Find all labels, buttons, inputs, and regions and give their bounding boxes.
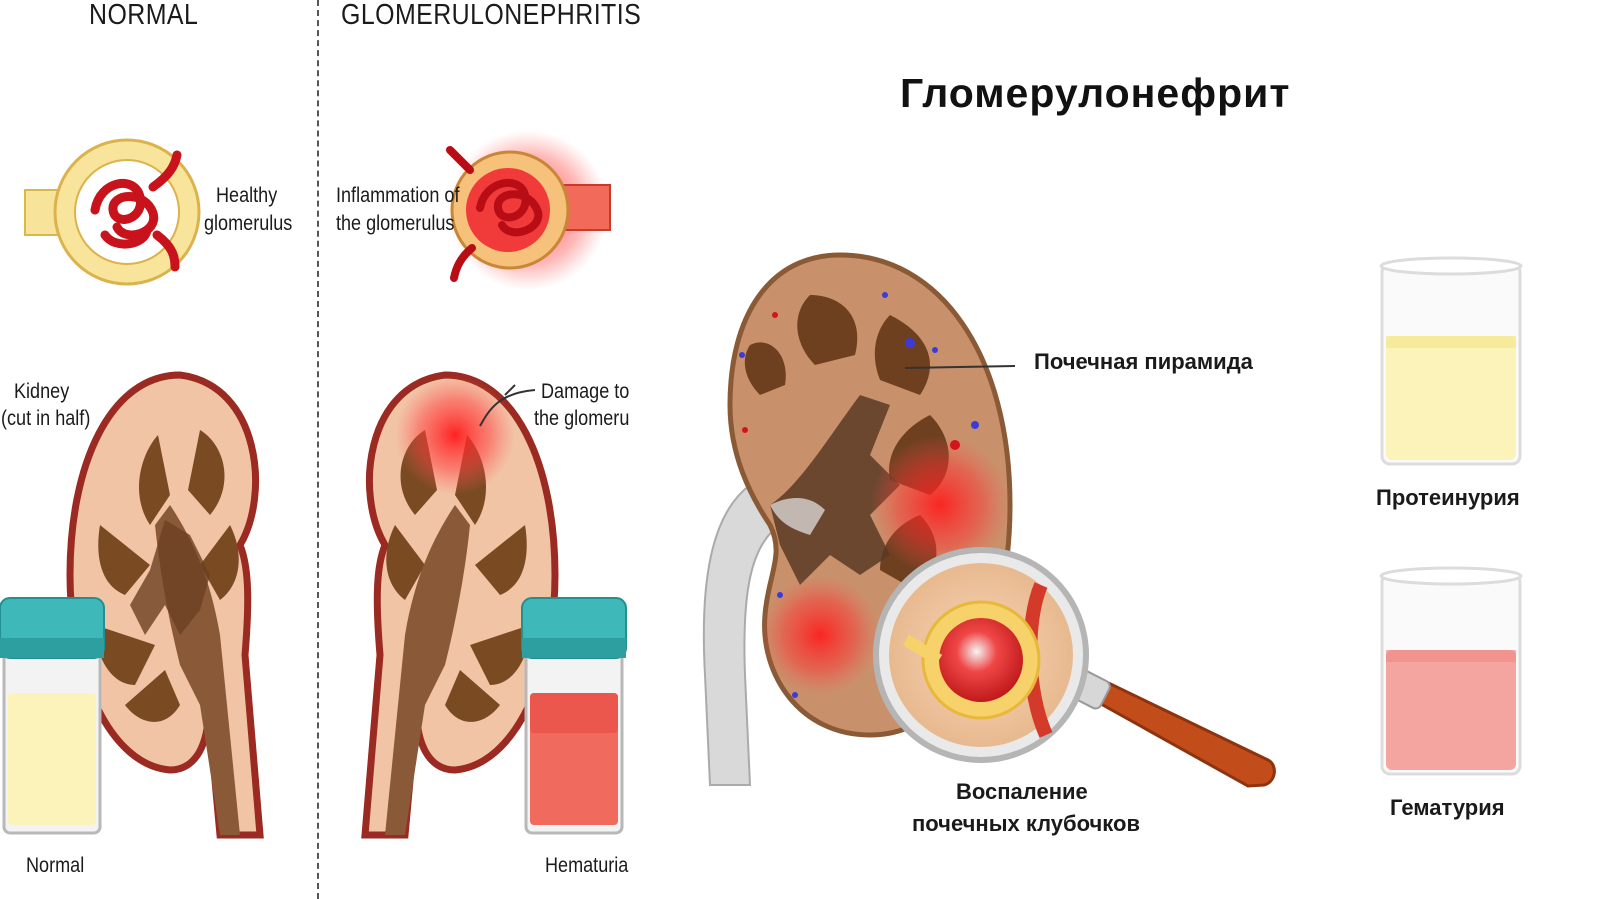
glomerulonephritis-heading: GLOMERULONEPHRITIS [341, 0, 642, 31]
pyramid-label: Почечная пирамида [1034, 349, 1253, 374]
inflamed-glomerulus-illustration [446, 130, 611, 290]
healthy-glomerulus-label-2: glomerulus [204, 212, 293, 235]
healthy-glomerulus-label-1: Healthy [216, 184, 278, 207]
kidney-label-1: Kidney [14, 380, 70, 403]
hematuria-label-ru: Гематурия [1390, 795, 1505, 820]
damage-label-2: the glomeru [534, 407, 630, 430]
inflammation-label-2: the glomerulus [336, 212, 455, 235]
inflammation-label-ru-1: Воспаление [956, 779, 1088, 804]
normal-heading: NORMAL [89, 0, 199, 31]
normal-label: Normal [26, 854, 85, 877]
damaged-kidney-cross-section [361, 371, 559, 839]
pyramid-pointer-line [904, 365, 1016, 369]
inflammation-label-ru-2: почечных клубочков [912, 811, 1140, 836]
proteinuria-label: Протеинурия [1376, 485, 1520, 510]
hematuria-label-en: Hematuria [545, 854, 629, 877]
damage-pointer-line [479, 389, 536, 427]
proteinuria-beaker [1379, 256, 1523, 466]
kidney-label-2: (cut in half) [1, 407, 91, 430]
healthy-glomerulus-illustration [24, 138, 201, 286]
inflammation-label-1: Inflammation of [336, 184, 460, 207]
damage-label-1: Damage to [541, 380, 630, 403]
hematuria-beaker [1379, 566, 1523, 776]
normal-urine-sample [0, 597, 105, 835]
magnifier-illustration [873, 547, 1276, 788]
page-title: Гломерулонефрит [900, 70, 1291, 116]
normal-kidney-cross-section [66, 371, 264, 839]
panel-divider [317, 0, 319, 899]
hematuria-urine-sample [521, 597, 627, 835]
